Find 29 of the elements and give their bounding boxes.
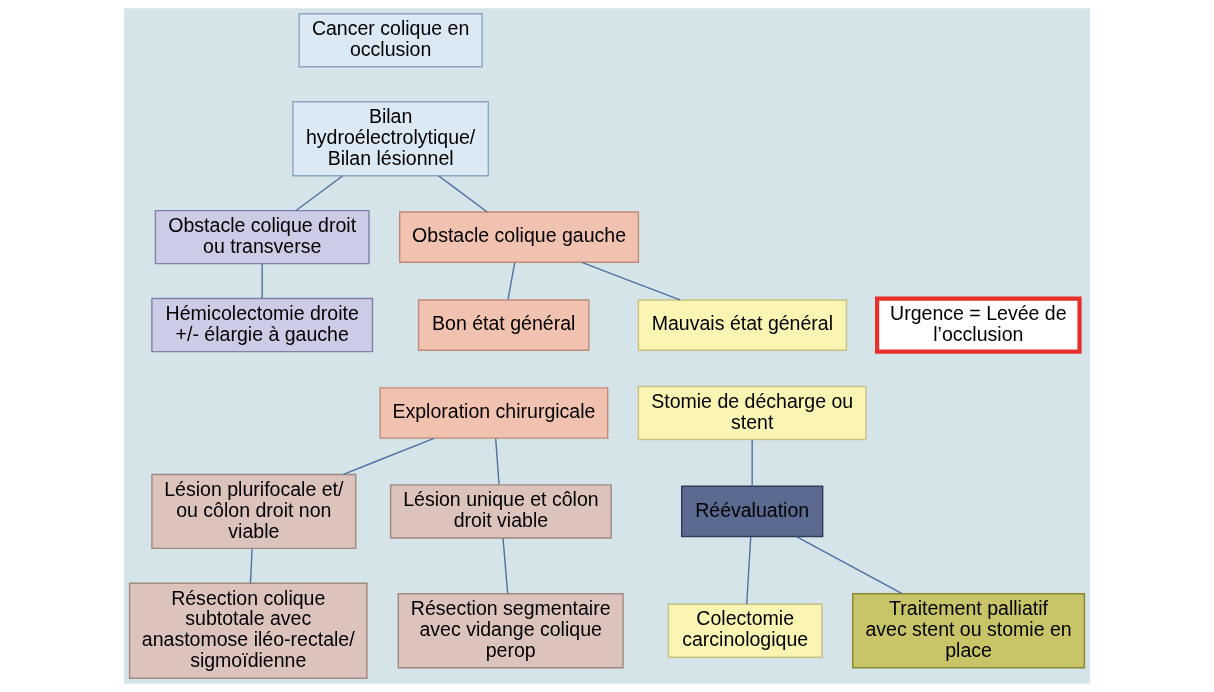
node-box: Cancer colique en occlusion [298,13,483,68]
node-box: Colectomie carcinologique [667,603,823,658]
connector [502,537,509,595]
node-box: Stomie de décharge ou stent [637,385,867,441]
node-box: Résection segmentaire avec vidange colique perop [397,593,624,669]
node-box: Mauvais état général [637,299,848,351]
node-box: Lésion unique et côlon droit viable [389,484,612,539]
node-box: Obstacle colique droit ou transverse [154,209,370,265]
connector [342,437,435,476]
node-box: Obstacle colique gauche [399,211,640,263]
connector [437,175,488,213]
connector [495,437,500,485]
connector [261,263,263,299]
node-box: Lésion plurifocale et/ ou côlon droit non viable [151,473,357,550]
connector [249,547,253,584]
connector [507,262,516,301]
node-box: Réévaluation [680,485,824,538]
connector [581,261,681,301]
node-box: Urgence = Levée de l’occlusion [875,296,1082,354]
connector [751,439,753,487]
node-box: Bilan hydroélectrolytique/ Bilan lésionnel [292,101,490,177]
node-box: Exploration chirurgicale [379,387,609,439]
node-box: Bon état général [417,299,590,351]
connector [295,175,344,212]
node-box: Résection colique subtotale avec anastomose iléo-rectale/ sigmoïdienne [128,582,368,679]
connector [746,536,752,605]
node-box: Traitement palliatif avec stent ou stomie en place [852,593,1086,669]
node-box: Hémicolectomie droite +/- élargie à gauche [151,297,374,353]
connector [795,536,903,595]
